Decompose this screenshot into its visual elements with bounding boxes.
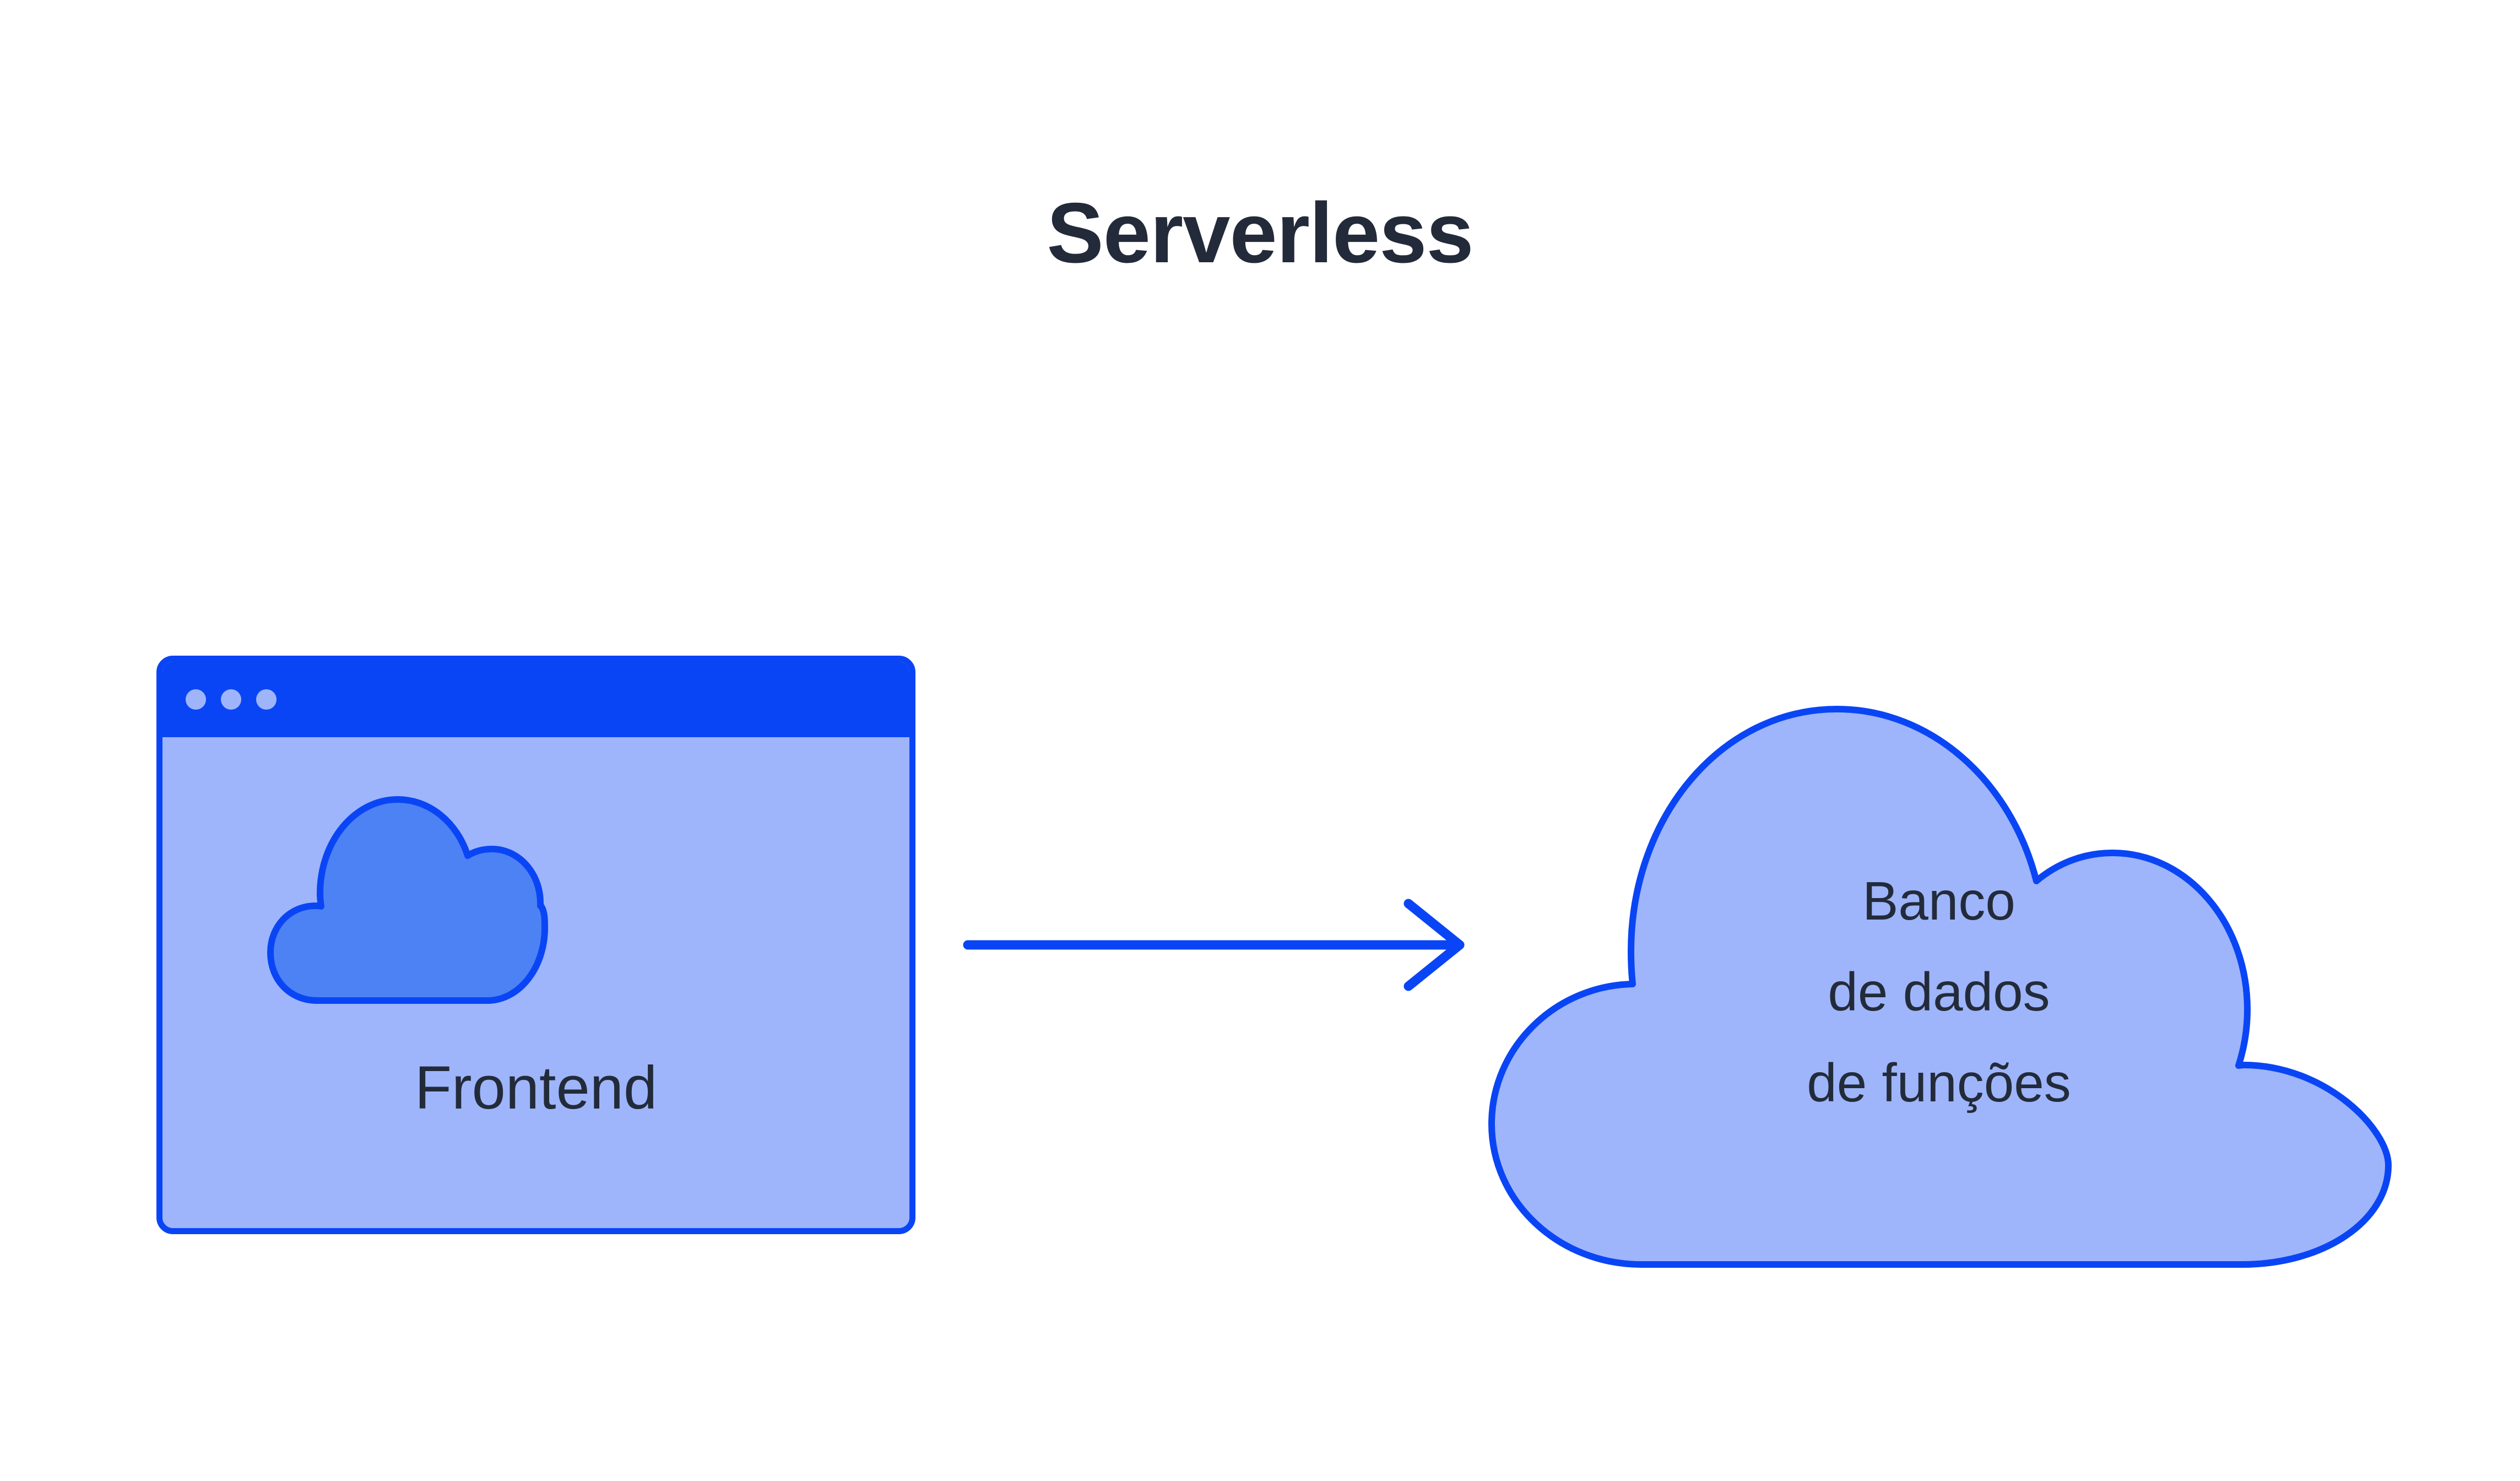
node-database-label-line-1: Banco bbox=[1862, 871, 2015, 931]
node-database[interactable]: Banco de dados de funções bbox=[1482, 702, 2396, 1270]
arrow-head-icon bbox=[1403, 899, 1465, 991]
traffic-light-dot-2[interactable] bbox=[221, 689, 241, 710]
cloud-icon bbox=[267, 796, 548, 1004]
traffic-light-dot-3[interactable] bbox=[256, 689, 277, 710]
browser-content-area: Frontend bbox=[162, 737, 909, 1228]
traffic-light-dot-1[interactable] bbox=[186, 689, 206, 710]
node-frontend[interactable]: Frontend bbox=[156, 656, 915, 1234]
node-database-label-line-2: de dados bbox=[1828, 961, 2050, 1022]
browser-titlebar bbox=[162, 662, 909, 737]
node-frontend-label: Frontend bbox=[414, 1054, 658, 1122]
node-database-label-line-3: de funções bbox=[1807, 1052, 2071, 1113]
frontend-to-database-arrow bbox=[963, 899, 1465, 991]
node-database-label: Banco de dados de funções bbox=[1482, 856, 2396, 1128]
cloud-shape bbox=[1488, 706, 2392, 1268]
page-title: Serverless bbox=[1047, 185, 1473, 280]
